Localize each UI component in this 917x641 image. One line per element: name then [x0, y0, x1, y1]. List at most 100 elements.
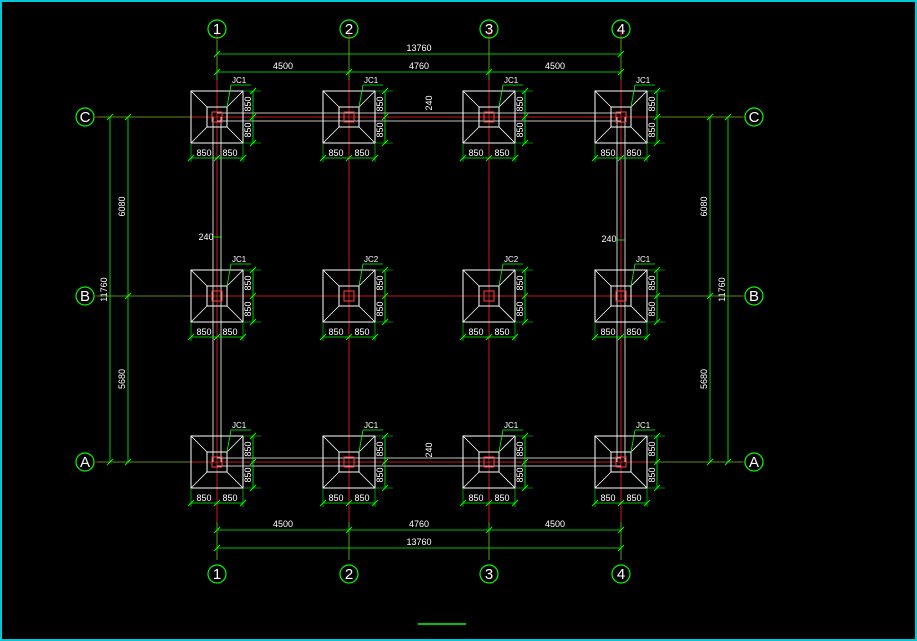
footing-dim-label: 850	[626, 148, 641, 158]
footing-outline	[190, 90, 244, 144]
footing-outline	[594, 269, 648, 323]
footing-tag-leader	[630, 84, 636, 108]
dimension-tick	[485, 333, 493, 341]
dimension-tick	[591, 333, 599, 341]
footing-slope	[226, 435, 244, 453]
footing-slope	[594, 435, 612, 453]
footing-outline	[594, 435, 648, 489]
footing-dim-label: 850	[196, 148, 211, 158]
dim-bottom-span: 4760	[409, 519, 429, 529]
footing-dim-label: 850	[647, 122, 657, 137]
dimension-tick	[653, 87, 661, 95]
dimension-tick	[521, 87, 529, 95]
dimension-tick	[249, 484, 257, 492]
dimension-tick	[345, 154, 353, 162]
dimension-tick	[485, 499, 493, 507]
footing-slope	[630, 305, 648, 323]
axis-bubble-bottom-3	[479, 564, 499, 584]
footing-dim-label: 850	[375, 96, 385, 111]
footing-tag-label: JC1	[232, 255, 247, 264]
footing-tag-leader	[498, 84, 504, 108]
footing-slope	[462, 435, 480, 453]
column-outline	[483, 111, 495, 123]
beam-width-label: 240	[424, 442, 434, 457]
footing-dim-label: 850	[354, 493, 369, 503]
dim-right-total: 11760	[717, 277, 727, 301]
dimension-tick	[381, 113, 389, 121]
footing-tag-label: JC1	[364, 421, 379, 430]
dim-top-span: 4760	[409, 61, 429, 71]
dimension-tick	[521, 266, 529, 274]
dim-left-span: 5680	[117, 369, 127, 389]
footing-dim-label: 850	[494, 148, 509, 158]
footing-slope	[462, 126, 480, 144]
axis-bubble-right-B-label: B	[749, 288, 759, 305]
footing-dim-label: 850	[243, 467, 253, 482]
dimension-tick	[345, 499, 353, 507]
dimension-tick	[591, 154, 599, 162]
footing-slope	[594, 90, 612, 108]
footing-dim-label: 850	[515, 96, 525, 111]
dimension-tick	[521, 318, 529, 326]
footing-outline	[594, 90, 648, 144]
footing-slope	[226, 471, 244, 489]
axis-bubble-left-C-label: C	[80, 109, 91, 126]
pedestal-outline	[206, 285, 228, 307]
axis-bubble-left-C	[75, 107, 95, 127]
footing-slope	[498, 269, 516, 287]
footing-slope	[226, 305, 244, 323]
dimension-tick	[485, 154, 493, 162]
footing-tag-label: JC1	[636, 76, 651, 85]
footing-dim-label: 850	[468, 493, 483, 503]
footing-tag-leader	[226, 263, 232, 287]
axis-bubble-right-A	[744, 452, 764, 472]
footing-tag-label: JC1	[232, 421, 247, 430]
footing-slope	[190, 126, 208, 144]
dimension-tick	[521, 292, 529, 300]
axis-bubble-right-C-label: C	[749, 109, 760, 126]
dim-bottom-span: 4500	[545, 519, 565, 529]
dimension-tick	[249, 318, 257, 326]
dim-right-span: 6080	[699, 196, 709, 216]
footing-dim-label: 850	[515, 122, 525, 137]
footing-slope	[594, 269, 612, 287]
dim-left-span: 6080	[117, 196, 127, 216]
dimension-tick	[521, 458, 529, 466]
dimension-tick	[511, 333, 519, 341]
dimension-tick	[371, 499, 379, 507]
axis-bubble-top-1	[207, 19, 227, 39]
dim-top-total: 13760	[406, 43, 431, 53]
footing-slope	[190, 90, 208, 108]
pedestal-outline	[478, 106, 500, 128]
dimension-tick	[249, 87, 257, 95]
pedestal-outline	[478, 285, 500, 307]
footing-slope	[322, 269, 340, 287]
column-outline	[615, 456, 627, 468]
dimension-tick	[381, 87, 389, 95]
axis-bubble-left-A-label: A	[80, 454, 90, 471]
footing-dim-label: 850	[468, 148, 483, 158]
dimension-tick	[319, 499, 327, 507]
dimension-tick	[249, 113, 257, 121]
pedestal-outline	[338, 106, 360, 128]
footing-slope	[594, 471, 612, 489]
footing-slope	[498, 471, 516, 489]
footing-slope	[322, 305, 340, 323]
footing-dim-label: 850	[647, 275, 657, 290]
dimension-tick	[381, 458, 389, 466]
dim-bottom-span: 4500	[273, 519, 293, 529]
pedestal-outline	[610, 451, 632, 473]
footing-dim-label: 850	[375, 122, 385, 137]
footing-dim-label: 850	[328, 148, 343, 158]
footing-dim-label: 850	[222, 327, 237, 337]
dimension-tick	[381, 318, 389, 326]
column-outline	[343, 456, 355, 468]
dimension-tick	[187, 333, 195, 341]
footing-dim-label: 850	[243, 275, 253, 290]
column-outline	[483, 456, 495, 468]
dimension-tick	[521, 113, 529, 121]
dimension-tick	[643, 499, 651, 507]
axis-bubble-bottom-3-label: 3	[485, 566, 493, 583]
footing-dim-label: 850	[243, 441, 253, 456]
